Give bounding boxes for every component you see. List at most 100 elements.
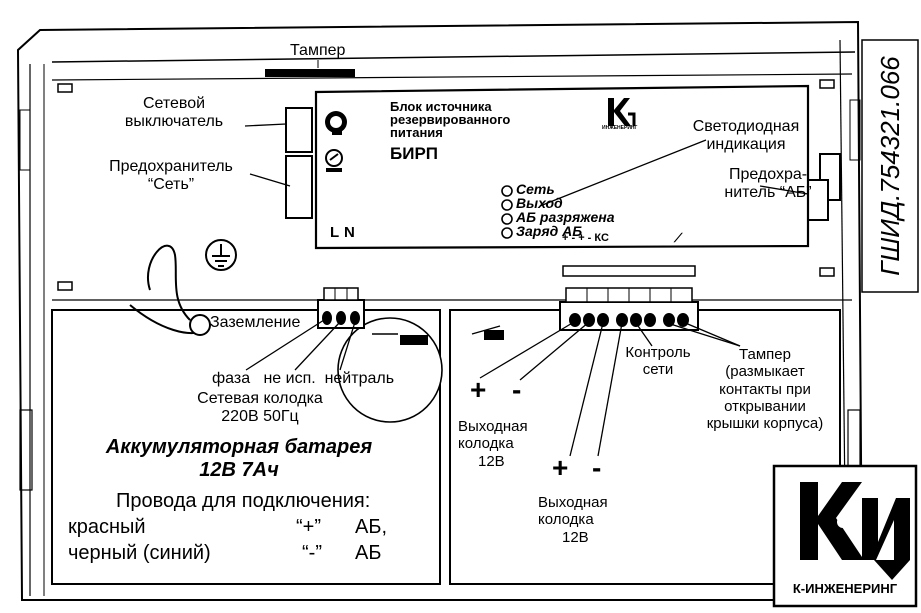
- output2-plus: +: [552, 452, 569, 483]
- red-wire-sign: “+”: [296, 516, 321, 538]
- output1-plus: +: [470, 374, 487, 405]
- mains-fuse-label-line2: “Сеть”: [147, 176, 195, 194]
- mains-control-line1: Контроль: [625, 344, 691, 361]
- output1-line1: Выходная: [458, 418, 528, 435]
- tamper-right-line3: контакты при: [719, 380, 811, 398]
- led-battery-low: [501, 213, 513, 225]
- device-title-line2: резервированного: [390, 112, 511, 127]
- led-indication-label: Светодиодная индикация: [676, 118, 816, 155]
- output2-minus: -: [592, 452, 602, 483]
- mains-block-line2: 220В 50Гц: [221, 408, 299, 426]
- output2-line1: Выходная: [538, 494, 608, 511]
- leader-out1-minus: [519, 321, 590, 381]
- output1-caption: Выходная колодка 12В: [458, 418, 528, 470]
- battery-compartment: [51, 309, 441, 585]
- led-mains: [501, 185, 513, 197]
- tamper-right-line2: (размыкает: [725, 363, 805, 381]
- tamper-right-line5: крышки корпуса): [706, 415, 824, 432]
- battery-fuse-label: Предохра- нитель “АБ”: [718, 166, 818, 203]
- leader-mains-control: [635, 322, 653, 347]
- led-label-output: Выход: [516, 195, 563, 211]
- tamper-switch: [265, 69, 355, 77]
- black-wire-sign: “-”: [302, 542, 322, 564]
- device-title-line1: Блок источника: [390, 99, 492, 114]
- black-wire-label: черный (синий): [68, 542, 211, 564]
- output1-minus: -: [512, 374, 522, 405]
- led-label-battery-low: АБ разряжена: [516, 209, 615, 225]
- device-title: Блок источника резервированного питания: [390, 100, 510, 139]
- led-charging: [501, 227, 513, 239]
- mains-fuse-label-line1: Предохранитель: [109, 158, 233, 175]
- mains-block-pins: фаза не исп. нейтраль: [212, 370, 395, 387]
- mains-fuse-label: Предохранитель “Сеть”: [96, 158, 246, 195]
- leader-battery-fuse: [759, 185, 809, 195]
- leader-tamper-2: [682, 321, 741, 347]
- battery-title: Аккумуляторная батарея 12В 7Ач: [66, 436, 412, 482]
- document-code: ГШИД.754321.066: [875, 56, 905, 276]
- red-wire-target: АБ,: [355, 516, 388, 538]
- fire-cert-icon: [325, 149, 343, 172]
- device-model: БИРП: [390, 144, 438, 163]
- terminal-N-label: N: [344, 224, 355, 241]
- led-indication-label-line2: индикация: [706, 136, 786, 154]
- black-wire-target: АБ: [355, 542, 382, 564]
- led-indication-label-line1: Светодиодная: [692, 118, 800, 135]
- battery-fuse-label-line1: Предохра-: [728, 166, 808, 183]
- leader-out2-minus: [597, 322, 623, 457]
- tamper-right-line1: Тампер: [739, 346, 791, 363]
- mains-switch-label-line2: выключатель: [124, 113, 224, 131]
- mains-control-label: Контроль сети: [618, 344, 698, 379]
- ground-wire: [147, 244, 191, 321]
- output2-line3: 12В: [562, 528, 589, 546]
- output-terminal-block: [559, 265, 699, 331]
- wires-heading: Провода для подключения:: [116, 490, 371, 512]
- cert-mark-icon: [325, 111, 347, 135]
- battery-fuse-label-line2: нитель “АБ”: [724, 184, 812, 202]
- leader-tamper-1: [663, 321, 741, 347]
- tamper-top-label: Тампер: [290, 42, 346, 59]
- grounding-label: Заземление: [210, 314, 301, 331]
- output2-line2: колодка: [538, 511, 594, 529]
- leader-unused: [294, 321, 341, 371]
- led-output: [501, 199, 513, 211]
- terminal-marks: + - + - КС: [562, 232, 609, 244]
- output1-line3: 12В: [478, 452, 505, 470]
- led-label-mains: Сеть: [516, 181, 555, 197]
- enclosure-outline: [16, 20, 864, 601]
- leader-out1-plus: [479, 321, 575, 379]
- tamper-right-label: Тампер (размыкает контакты при открывани…: [690, 346, 840, 432]
- device-title-line3: питания: [390, 125, 443, 140]
- battery-terminal-black: [484, 330, 504, 340]
- led-legend: Сеть Выход АБ разряжена Заряд АБ: [516, 182, 615, 238]
- psu-unit: [314, 84, 810, 250]
- leader-mains-switch: [244, 123, 287, 127]
- leader-mains-fuse: [249, 173, 291, 187]
- document-code-frame: [861, 39, 919, 293]
- small-logo-caption: ИНЖЕНЕРИНГ: [602, 125, 638, 131]
- tamper-right-line4: открывании: [724, 397, 806, 415]
- mains-switch: [285, 107, 313, 153]
- logo-caption: К-ИНЖЕНЕРИНГ: [792, 581, 898, 596]
- mains-block-caption: Сетевая колодка 220В 50Гц: [190, 390, 330, 427]
- leader-phase: [245, 319, 325, 371]
- leader-neutral: [339, 321, 356, 371]
- small-logo-icon: [608, 98, 636, 126]
- leader-led: [539, 139, 707, 207]
- company-logo: [772, 464, 918, 608]
- led-label-charging: Заряд АБ: [516, 223, 583, 239]
- mains-switch-label-line1: Сетевой: [142, 95, 206, 112]
- red-wire-label: красный: [68, 516, 146, 538]
- leader-out2-plus: [569, 322, 604, 457]
- tamper-switch-mark-icon: ⟋: [674, 231, 683, 245]
- battery-terminal-red: [400, 335, 428, 345]
- battery-title-line1: Аккумуляторная батарея: [105, 436, 373, 458]
- output1-line2: колодка: [458, 435, 514, 453]
- mains-switch-label: Сетевой выключатель: [104, 95, 244, 132]
- mains-terminal-block: [317, 287, 365, 329]
- terminal-L-label: L: [330, 224, 340, 241]
- mains-block-line1: Сетевая колодка: [197, 390, 323, 407]
- output2-caption: Выходная колодка 12В: [538, 494, 608, 546]
- battery-title-line2: 12В 7Ач: [199, 459, 279, 481]
